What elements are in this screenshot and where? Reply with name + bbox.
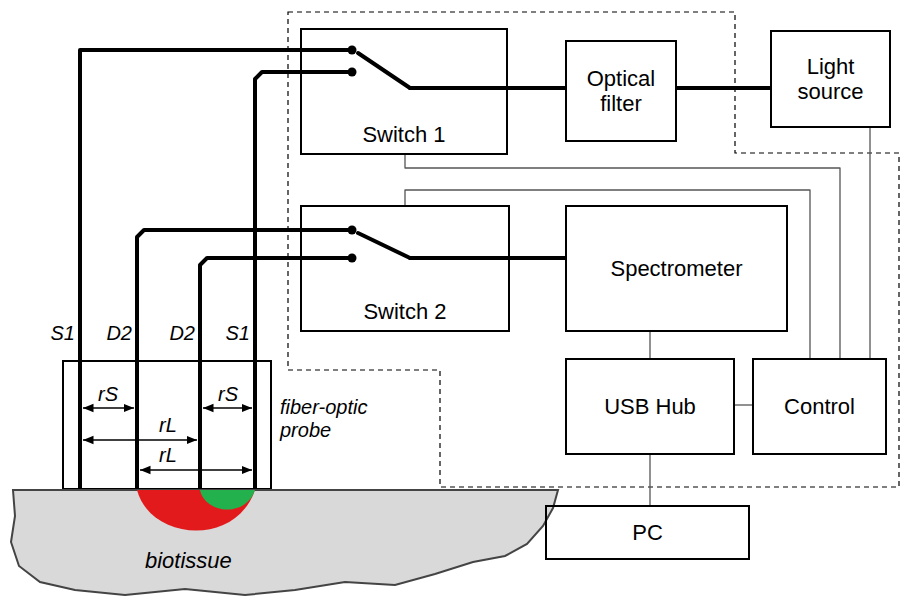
pc-box: PC: [545, 505, 750, 560]
control-wire: [735, 404, 752, 405]
distance-label: rS: [218, 383, 238, 405]
node-text: fiber-optic probe: [280, 396, 390, 442]
node-text: biotissue: [145, 548, 232, 573]
control-box: Control: [752, 358, 887, 455]
dimension-arrow: [83, 408, 252, 470]
optical-fiber: [510, 256, 565, 260]
source-box: Light source: [770, 30, 891, 128]
node-text: Light source: [778, 54, 883, 105]
optical-fiber: [255, 72, 300, 360]
tissue-outline: [5, 486, 565, 598]
detected-light-path: [137, 490, 255, 531]
distance-label: rL: [157, 414, 179, 436]
tissue-shape: [11, 490, 558, 595]
optical-fiber: [508, 86, 565, 90]
node-text: Switch 1: [362, 122, 445, 147]
source-fiber-label: S1: [226, 322, 250, 344]
node-text: Optical filter: [573, 66, 669, 117]
instrument-enclosure: [288, 12, 899, 487]
detector-fiber-label: D2: [169, 322, 195, 344]
control-wire: [649, 455, 650, 505]
short-light-path: [200, 490, 255, 510]
optical-fiber: [137, 230, 300, 360]
distance-label: rS: [98, 383, 118, 405]
node-text: USB Hub: [604, 394, 696, 419]
distance-label: rL: [157, 444, 179, 466]
hub-box: USB Hub: [565, 358, 735, 455]
filter-box: Optical filter: [565, 40, 677, 142]
switch-box: Switch 2: [300, 205, 510, 332]
node-text: Switch 2: [363, 299, 446, 324]
spectrometer-box: Spectrometer: [565, 205, 788, 332]
control-wire: [649, 332, 650, 358]
source-fiber-label: S1: [51, 322, 75, 344]
detector-fiber-label: D2: [106, 322, 132, 344]
switch-box: Switch 1: [300, 28, 508, 155]
control-wire: [405, 155, 840, 358]
node-text: PC: [632, 520, 663, 545]
optical-fiber: [200, 258, 300, 360]
tissue-sample: biotissue: [5, 486, 565, 598]
optical-fiber: [677, 86, 770, 90]
control-wire: [405, 190, 810, 358]
probe-fiber: [80, 360, 255, 490]
control-wire: [869, 128, 870, 358]
node-text: Control: [784, 394, 855, 419]
optical-fiber: [80, 50, 300, 360]
node-text: Spectrometer: [610, 256, 742, 281]
